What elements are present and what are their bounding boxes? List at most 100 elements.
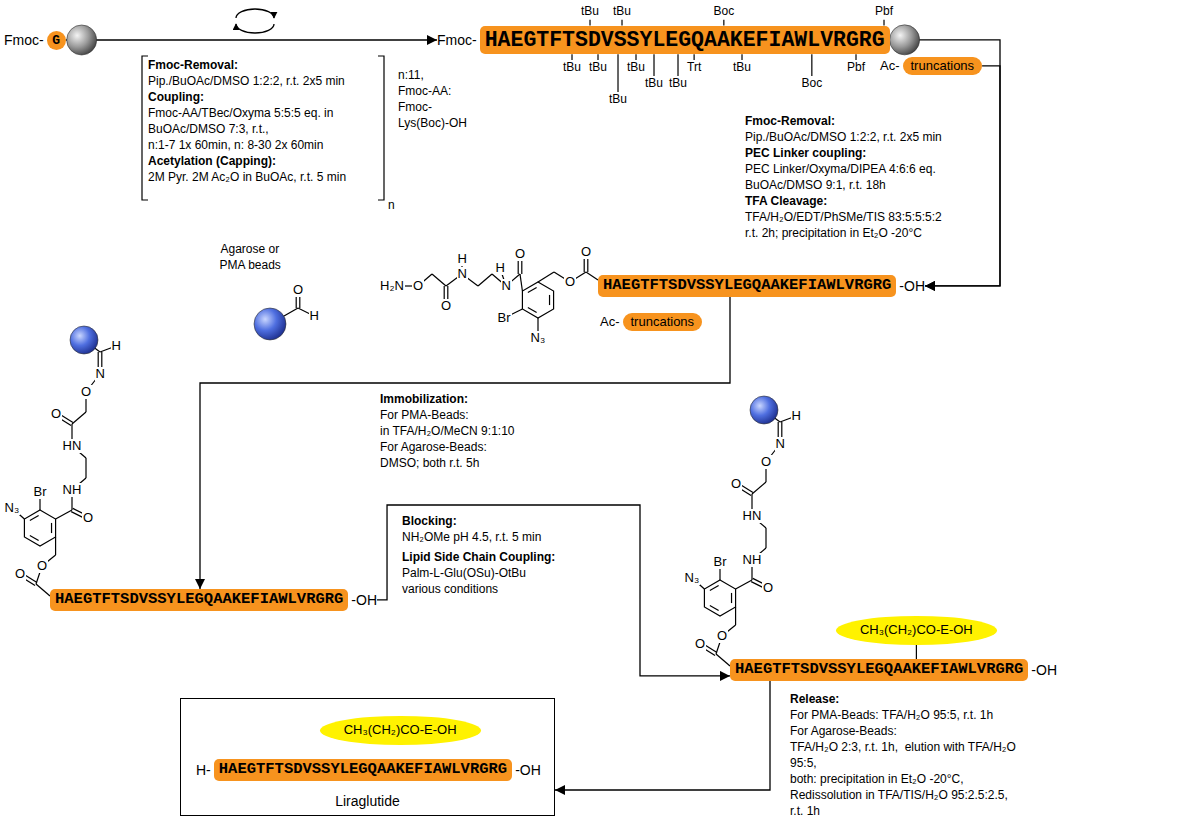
bond	[716, 654, 730, 666]
benzene-ring	[704, 580, 735, 616]
atom-label: O	[730, 477, 742, 491]
condition-text: NH₂OMe pH 4.5, r.t. 5 min	[402, 531, 541, 545]
side-chain-tick	[597, 54, 598, 60]
side-chain-tick	[694, 54, 695, 60]
atom-label: HN	[62, 439, 83, 453]
lipid-ellipse: CH₃(CH₂)CO-E-OH	[836, 616, 997, 645]
condition-text: For PMA-Beads: TFA/H₂O 95:5, r.t. 1h	[790, 709, 993, 723]
condition-text: various conditions	[402, 583, 498, 597]
atom-label: O	[292, 283, 304, 297]
aromatic-bond	[710, 605, 719, 610]
atom-label: NH	[62, 483, 83, 497]
protecting-group: Pbf	[875, 5, 893, 19]
atom-label: H	[791, 409, 802, 423]
peptide-band: Fmoc-HAEGTFTSDVSSYLEGQAAKEFIAWLVRGRG	[437, 26, 890, 55]
peptide-sequence: HAEGTFTSDVSSYLEGQAAKEFIAWLVRGRG	[730, 659, 1028, 681]
terminal-group: -OH	[1031, 662, 1057, 678]
bond	[538, 272, 554, 282]
side-chain-tick	[621, 20, 622, 26]
protecting-group: tBu	[645, 77, 663, 91]
atom-label: NH	[742, 553, 763, 567]
lipid-text: CH₃(CH₂)CO-E-OH	[320, 716, 481, 745]
bond	[736, 580, 752, 589]
cycle-arrow	[236, 9, 274, 18]
atom-label: N₃	[684, 571, 701, 585]
condition-text: in TFA/H₂O/MeCN 9:1:10	[380, 425, 514, 439]
bond	[36, 584, 50, 596]
protecting-group: Boc	[802, 77, 823, 91]
residue-circle: G	[47, 31, 66, 50]
reaction-arrow	[66, 39, 437, 40]
atom-label: N	[457, 267, 468, 281]
product-box: CH₃(CH₂)CO-E-OH H-HAEGTFTSDVSSYLEGQAAKEFI…	[180, 698, 555, 816]
truncation-band: Ac-truncations	[600, 313, 702, 332]
aromatic-bond	[30, 515, 39, 520]
atom-label: N₃	[530, 331, 547, 345]
condition-text: BuOAc/DMSO 7:3, r.t.,	[148, 123, 269, 137]
peptide-sequence: HAEGTFTSDVSSYLEGQAAKEFIAWLVRGRG	[214, 759, 512, 781]
condition-text: BuOAc/DMSO 9:1, r.t. 18h	[745, 179, 886, 193]
atom-label: O	[514, 247, 526, 261]
bond	[586, 272, 598, 280]
bond	[520, 274, 522, 291]
condition-text: Redissolution in TFA/TIS/H₂O 95:2.5:2.5,	[790, 789, 1008, 803]
bond	[478, 274, 492, 286]
condition-text: 2M Pyr. 2M Ac₂O in BuOAc, r.t. 5 min	[148, 171, 346, 185]
atom-label: O	[82, 511, 94, 525]
peptide-band: HAEGTFTSDVSSYLEGQAAKEFIAWLVRGRG-OH	[50, 589, 377, 611]
condition-text: TFA/H₂O 2:3, r.t. 1h, elution with TFA/H…	[790, 741, 1016, 755]
protecting-group: Trt	[687, 61, 701, 75]
side-chain-tick	[653, 54, 654, 76]
side-chain-tick	[677, 54, 678, 76]
condition-text: Release:	[790, 693, 839, 707]
condition-text: Immobilization:	[380, 393, 468, 407]
condition-text: TFA/H₂O/EDT/PhSMe/TIS 83:5:5:5:2	[745, 211, 942, 225]
agarose-bead	[750, 396, 778, 424]
benzene-ring	[522, 282, 553, 318]
atom-label: N	[501, 279, 512, 293]
condition-text: both: precipitation in Et₂O -20°C,	[790, 773, 964, 787]
resin-bead	[67, 25, 97, 55]
atom-label: O	[580, 245, 592, 259]
bracket-left	[142, 56, 148, 200]
atom-label: O	[50, 407, 62, 421]
product-name: Liraglutide	[335, 793, 400, 809]
condition-text: Pip./BuOAc/DMSO 1:2:2, r.t. 2x5 min	[745, 131, 942, 145]
side-chain-tick	[571, 54, 572, 60]
atom-label: Br	[33, 485, 48, 499]
protecting-group: tBu	[581, 5, 599, 19]
side-chain-tick	[741, 54, 742, 60]
bond	[56, 510, 72, 519]
aromatic-bond	[710, 585, 719, 590]
truncation-text: truncations	[623, 313, 703, 332]
atom-label: O	[80, 385, 92, 399]
atom-label: O	[14, 567, 26, 581]
atom-label: N	[95, 367, 106, 381]
condition-text: Lys(Boc)-OH	[398, 117, 467, 131]
condition-text: r.t. 2h; precipitation in Et₂O -20°C	[745, 227, 922, 241]
peptide-sequence: HAEGTFTSDVSSYLEGQAAKEFIAWLVRGRG	[480, 26, 890, 55]
terminal-group: -OH	[515, 762, 541, 778]
truncation-band: Ac-truncations	[880, 57, 982, 76]
condition-text: Fmoc-AA:	[398, 85, 451, 99]
atom-label: H	[111, 339, 122, 353]
bond	[55, 537, 56, 555]
condition-text: Coupling:	[148, 91, 204, 105]
condition-text: Blocking:	[402, 515, 457, 529]
condition-text: r.t. 1h	[790, 805, 820, 819]
condition-text: Acetylation (Capping):	[148, 155, 276, 169]
bond	[752, 482, 766, 494]
peptide-band: HAEGTFTSDVSSYLEGQAAKEFIAWLVRGRG-OH	[730, 659, 1057, 681]
protecting-group: tBu	[733, 61, 751, 75]
atom-label: O	[716, 629, 728, 643]
peptide-band: H-HAEGTFTSDVSSYLEGQAAKEFIAWLVRGRG-OH	[196, 759, 541, 781]
condition-text: n	[388, 199, 395, 213]
atom-label: O	[564, 275, 576, 289]
peptide-sequence: HAEGTFTSDVSSYLEGQAAKEFIAWLVRGRG	[50, 589, 348, 611]
condition-text: Palm-L-Glu(OSu)-OtBu	[402, 567, 526, 581]
aromatic-bond	[528, 287, 537, 292]
side-chain-tick	[635, 54, 636, 60]
condition-text: n:11,	[398, 69, 424, 83]
lipid-text: CH₃(CH₂)CO-E-OH	[836, 616, 997, 645]
